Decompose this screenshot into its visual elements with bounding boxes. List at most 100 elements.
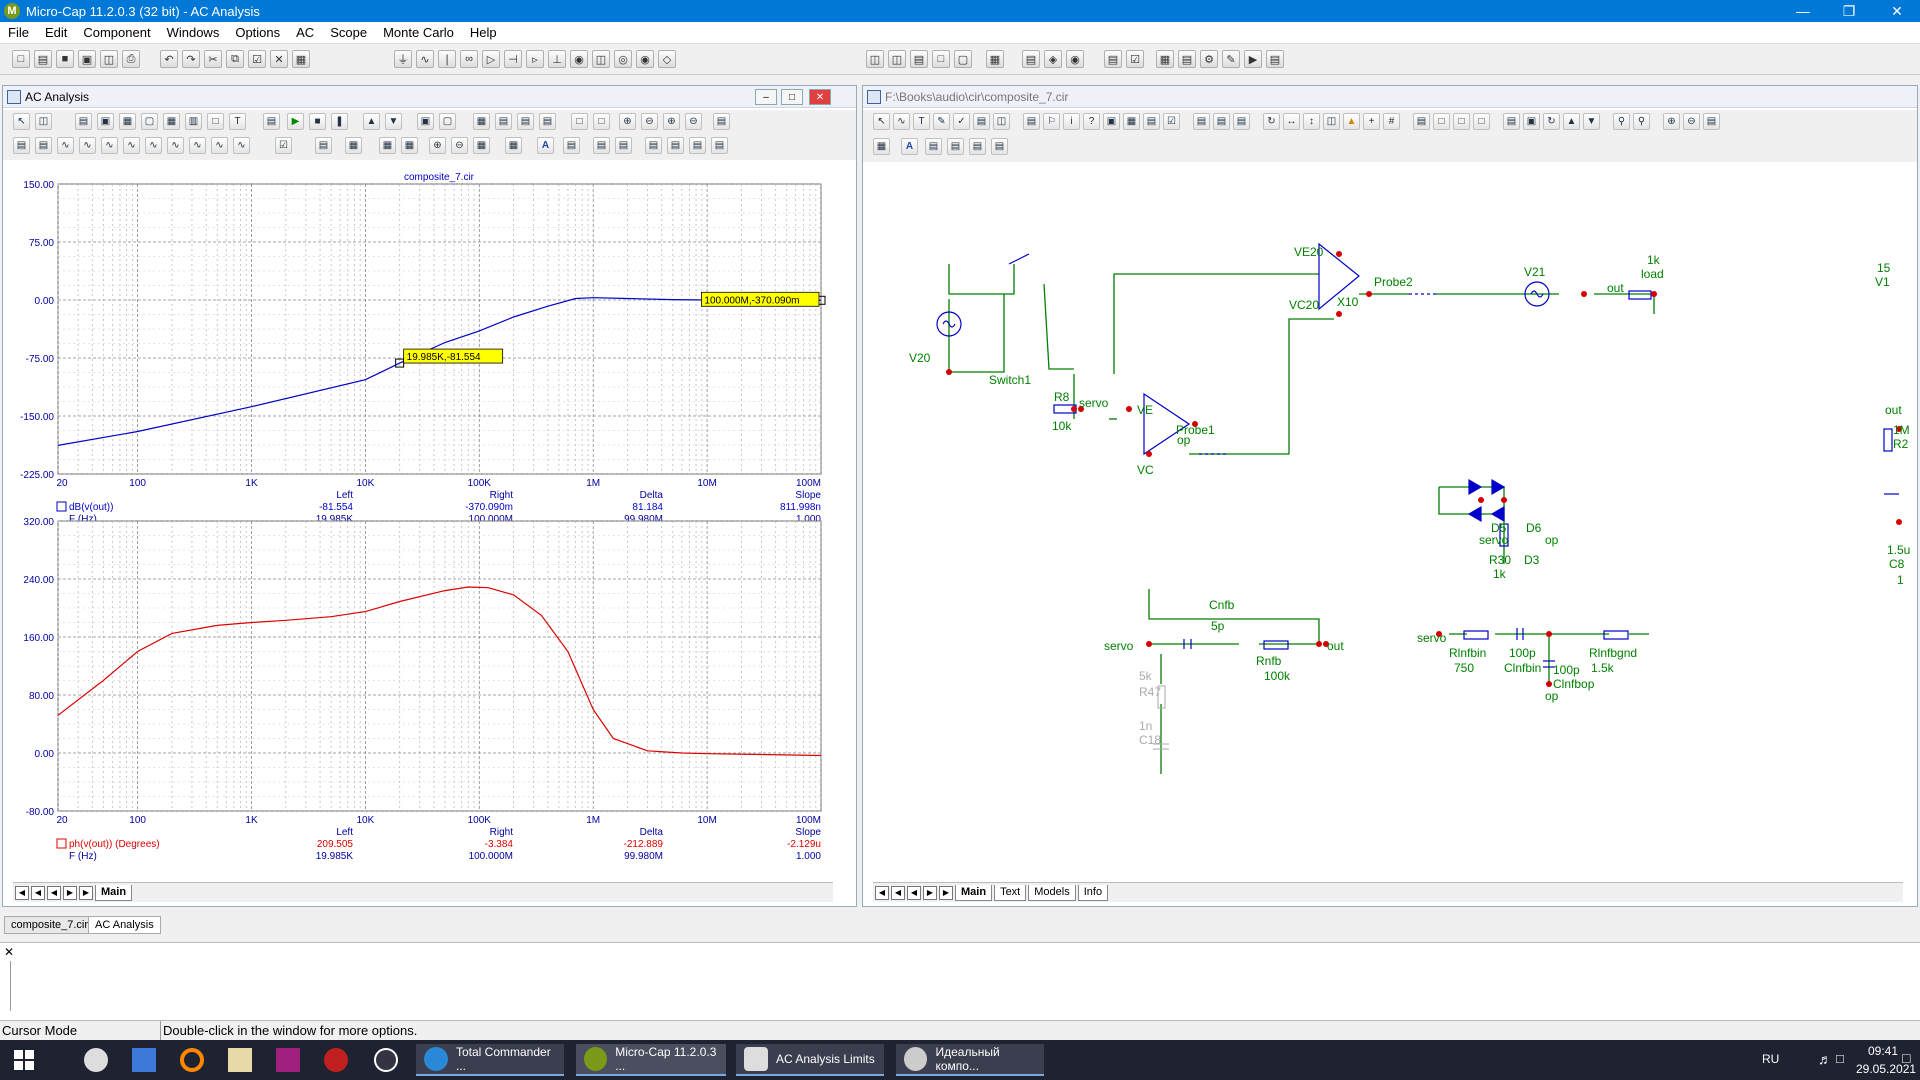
legend-icon[interactable]: ▤ <box>315 137 332 154</box>
waveform-7-icon[interactable]: ∿ <box>189 137 206 154</box>
task-browser[interactable]: Идеальный компо... <box>896 1044 1044 1076</box>
waveform-3-icon[interactable]: ∿ <box>101 137 118 154</box>
minimize-button[interactable]: — <box>1796 3 1810 19</box>
phase-trace[interactable] <box>57 586 822 757</box>
task-microcap[interactable]: Micro-Cap 11.2.0.3 ... <box>576 1044 726 1076</box>
picture-icon[interactable]: ▤ <box>1023 113 1040 130</box>
color-palette-icon[interactable]: ▦ <box>873 138 890 155</box>
maximize-icon[interactable]: ▢ <box>954 50 972 68</box>
mosfet-icon[interactable]: ◇ <box>658 50 676 68</box>
page-3-icon[interactable]: □ <box>1453 113 1470 130</box>
resistor-icon[interactable]: ∿ <box>416 50 434 68</box>
plot-close-button[interactable]: ✕ <box>809 89 831 105</box>
opamp-icon[interactable]: ▹ <box>526 50 544 68</box>
tab-text[interactable]: Text <box>994 884 1027 901</box>
close-output-icon[interactable]: ✕ <box>4 945 15 959</box>
run-analysis-icon[interactable]: ▶ <box>1244 50 1262 68</box>
pin-connections-icon[interactable]: ▤ <box>1193 113 1210 130</box>
menu-options[interactable]: Options <box>235 25 281 40</box>
top-icon[interactable]: ▤ <box>539 113 556 130</box>
task-ac-limits[interactable]: AC Analysis Limits <box>736 1044 884 1076</box>
zoom-box-icon[interactable]: ▣ <box>97 113 114 130</box>
zoom-schem-icon[interactable]: ⊕ <box>1663 113 1680 130</box>
cursor-icon[interactable]: ▥ <box>185 113 202 130</box>
page-2-icon[interactable]: □ <box>1433 113 1450 130</box>
redo-icon[interactable]: ↷ <box>182 50 200 68</box>
save-all-icon[interactable]: ▣ <box>78 50 96 68</box>
run-icon[interactable]: ▶ <box>287 113 304 130</box>
waveform-9-icon[interactable]: ∿ <box>233 137 250 154</box>
pause-icon[interactable]: ❚ <box>331 113 348 130</box>
menu-monte-carlo[interactable]: Monte Carlo <box>383 25 454 40</box>
network-icon[interactable]: □ <box>1836 1051 1844 1066</box>
inductor-icon[interactable]: ∞ <box>460 50 478 68</box>
find-icon[interactable]: ⚲ <box>1613 113 1630 130</box>
schem-prev-page-icon[interactable]: ◀ <box>891 885 905 900</box>
shape-editor-icon[interactable]: ◈ <box>1044 50 1062 68</box>
fit-icon[interactable]: □ <box>207 113 224 130</box>
pan-icon[interactable]: ▦ <box>119 113 136 130</box>
next-simulation-icon[interactable]: □ <box>593 113 610 130</box>
align-right-icon[interactable]: ▤ <box>35 137 52 154</box>
language-indicator[interactable]: RU <box>1762 1052 1780 1066</box>
menu-help[interactable]: Help <box>469 25 497 40</box>
schem-align-right-icon[interactable]: ▤ <box>947 138 964 155</box>
schem-prev-tab-icon[interactable]: ◀ <box>907 885 921 900</box>
zoom-fit-icon[interactable]: ⊕ <box>663 113 680 130</box>
page-icon[interactable]: ▤ <box>1413 113 1430 130</box>
diode-icon[interactable]: ▷ <box>482 50 500 68</box>
delete-icon[interactable]: ✕ <box>270 50 288 68</box>
copy-data-icon[interactable]: ▤ <box>593 137 610 154</box>
menu-file[interactable]: File <box>8 25 29 40</box>
tokens-icon[interactable]: ▦ <box>345 137 362 154</box>
tab-main-schematic[interactable]: Main <box>955 884 993 901</box>
refresh-icon[interactable]: ↻ <box>1543 113 1560 130</box>
waveform-icon[interactable]: ∿ <box>57 137 74 154</box>
windows-start-icon[interactable] <box>14 1050 34 1070</box>
close-button[interactable]: ✕ <box>1891 2 1903 19</box>
align-4-icon[interactable]: ▤ <box>711 137 728 154</box>
next-tab-icon[interactable]: ▶ <box>63 885 77 900</box>
help-icon[interactable]: ? <box>1083 113 1100 130</box>
tab-models[interactable]: Models <box>1028 884 1076 901</box>
volume-icon[interactable]: ♬ <box>1818 1051 1832 1067</box>
node-voltage-icon[interactable]: ▤ <box>1233 113 1250 130</box>
flip-y-icon[interactable]: ↕ <box>1303 113 1320 130</box>
first-tab-icon[interactable]: ◀ <box>15 885 29 900</box>
magnitude-trace[interactable] <box>57 297 822 446</box>
align-2-icon[interactable]: ▤ <box>667 137 684 154</box>
bottom-icon[interactable]: □ <box>571 113 588 130</box>
clipboard-icon[interactable]: ☑ <box>275 137 292 154</box>
scale-icon[interactable]: ▢ <box>141 113 158 130</box>
inflection-icon[interactable]: ▦ <box>473 113 490 130</box>
package-editor-icon[interactable]: ◉ <box>1066 50 1084 68</box>
pinned-app-4-icon[interactable] <box>276 1048 300 1072</box>
zoom-prev-icon[interactable]: ⊖ <box>685 113 702 130</box>
macro-icon[interactable]: ▤ <box>1503 113 1520 130</box>
text-tool-icon[interactable]: T <box>229 113 246 130</box>
clock-time[interactable]: 09:41 <box>1868 1044 1899 1058</box>
font-icon[interactable]: A <box>537 137 554 154</box>
fit-schem-icon[interactable]: ▤ <box>1703 113 1720 130</box>
menu-component[interactable]: Component <box>83 25 151 40</box>
pinned-app-2-icon[interactable] <box>180 1048 204 1072</box>
flag-icon[interactable]: ⚐ <box>1043 113 1060 130</box>
demagnify-icon[interactable]: ⊖ <box>451 137 468 154</box>
align-left-icon[interactable]: ▤ <box>13 137 30 154</box>
waveform-5-icon[interactable]: ∿ <box>145 137 162 154</box>
switch-icon[interactable]: ⊥ <box>548 50 566 68</box>
schem-align-left-icon[interactable]: ▤ <box>925 138 942 155</box>
source-icon[interactable]: ◉ <box>570 50 588 68</box>
ground-icon[interactable]: ⏚ <box>394 50 412 68</box>
plot-minimize-button[interactable]: – <box>755 89 777 105</box>
rotate-icon[interactable]: ↻ <box>1263 113 1280 130</box>
select-icon[interactable]: ↖ <box>873 113 890 130</box>
waveform-2-icon[interactable]: ∿ <box>79 137 96 154</box>
stepping-icon[interactable]: ▤ <box>1266 50 1284 68</box>
mirror-icon[interactable]: ◫ <box>1323 113 1340 130</box>
wire-mode-icon[interactable]: ✎ <box>933 113 950 130</box>
prev-page-icon[interactable]: ◀ <box>31 885 45 900</box>
schem-align-bottom-icon[interactable]: ▤ <box>991 138 1008 155</box>
